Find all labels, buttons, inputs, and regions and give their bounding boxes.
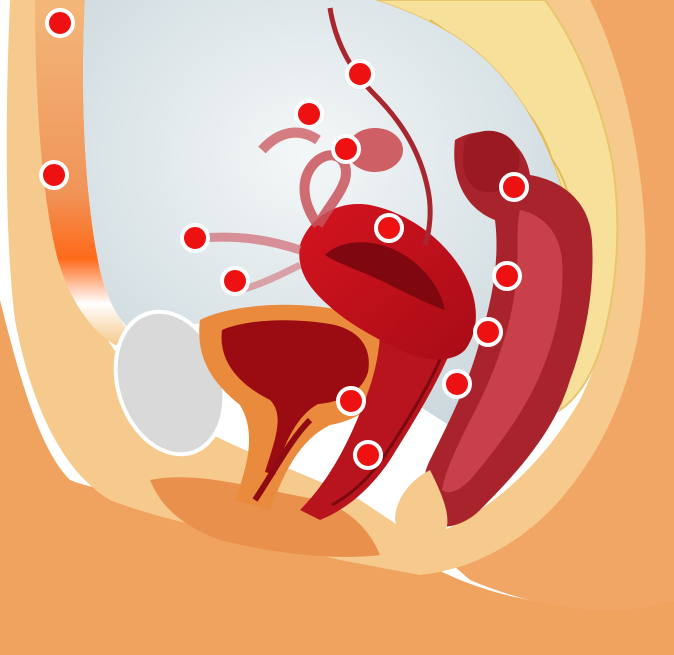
marker-9-hotspot[interactable] bbox=[501, 174, 527, 200]
marker-5-hotspot[interactable] bbox=[333, 136, 359, 162]
marker-1-hotspot[interactable] bbox=[47, 10, 73, 36]
marker-10-hotspot[interactable] bbox=[494, 263, 520, 289]
marker-2-hotspot[interactable] bbox=[41, 162, 67, 188]
marker-14-hotspot[interactable] bbox=[355, 442, 381, 468]
marker-11-hotspot[interactable] bbox=[475, 319, 501, 345]
marker-3-hotspot[interactable] bbox=[347, 61, 373, 87]
marker-4-hotspot[interactable] bbox=[296, 101, 322, 127]
marker-12-hotspot[interactable] bbox=[444, 371, 470, 397]
marker-13-hotspot[interactable] bbox=[338, 388, 364, 414]
marker-8-hotspot[interactable] bbox=[376, 215, 402, 241]
marker-6-hotspot[interactable] bbox=[182, 225, 208, 251]
marker-7-hotspot[interactable] bbox=[222, 268, 248, 294]
